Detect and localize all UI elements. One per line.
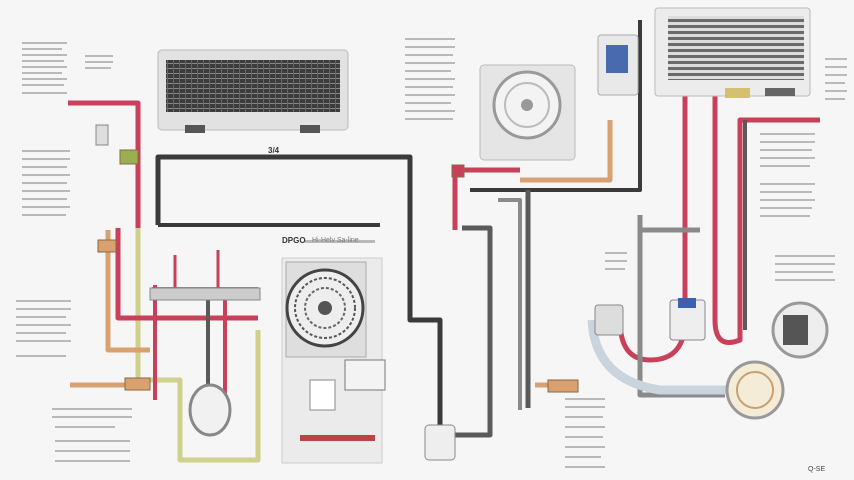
valve-icon	[95, 124, 579, 393]
diagram-title: DPGO	[282, 236, 306, 245]
thermostat-icon	[597, 34, 639, 96]
diagram-subtitle: Hi-Helv Sa-line	[312, 237, 359, 244]
indoor-unit-icon	[654, 7, 811, 98]
pipe-size-label: 3/4	[268, 146, 280, 155]
indoor-unit-icon	[157, 49, 349, 133]
annotation-blocks	[16, 38, 847, 468]
tank-icon	[149, 287, 706, 461]
outdoor-fan-unit-icon	[479, 64, 576, 161]
corner-label: Q-SE	[808, 466, 826, 473]
outdoor-fan-unit-icon	[281, 257, 386, 464]
pressure-gauge-icon	[725, 301, 829, 420]
